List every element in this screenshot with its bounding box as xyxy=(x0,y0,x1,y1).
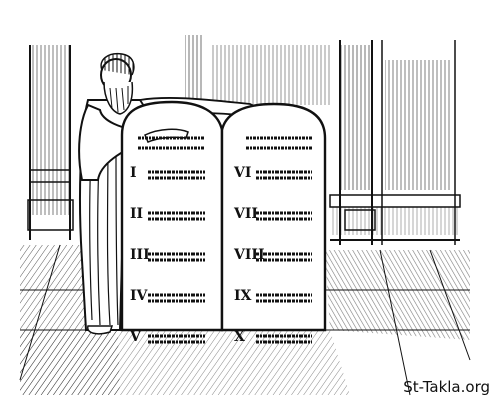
tablet-right-numeral: VI xyxy=(233,165,251,181)
tablet-left xyxy=(120,100,224,332)
watermark-text: St-Takla.org xyxy=(403,378,490,396)
tablet-right-inscriptions: VI VII VIII IX X xyxy=(233,136,312,345)
tablet-right-numeral: X xyxy=(234,329,245,345)
tablet-left-numeral: II xyxy=(130,206,143,222)
tablet-left-numeral: I xyxy=(130,165,137,181)
tablet-left-numeral: IV xyxy=(130,288,149,304)
tablet-left-numeral: III xyxy=(130,247,150,263)
tablet-right-numeral: VII xyxy=(233,206,258,222)
tablet-right-numeral: IX xyxy=(234,288,252,304)
background-wall xyxy=(27,35,468,245)
tablet-left-numeral: V xyxy=(129,329,142,345)
tablet-right-numeral: VIII xyxy=(233,247,265,263)
tablet-right xyxy=(220,102,327,332)
